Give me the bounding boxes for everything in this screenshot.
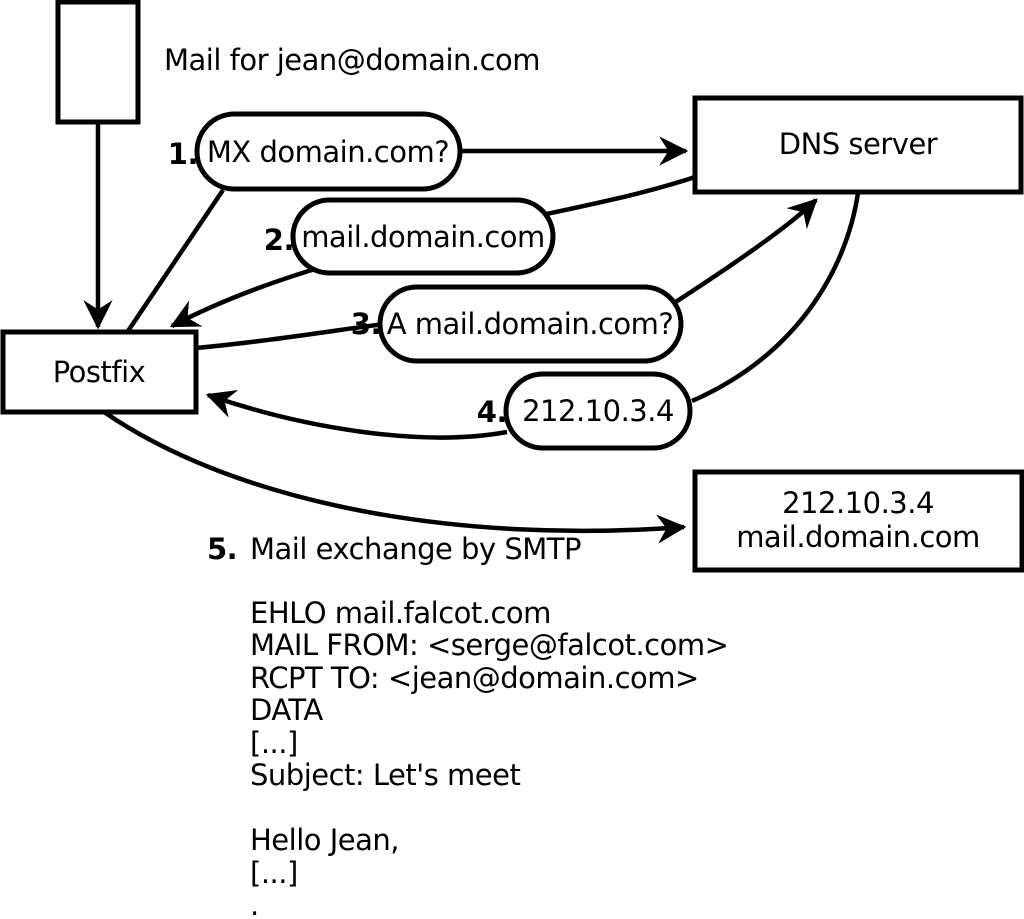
diagram-title: Mail for jean@domain.com bbox=[164, 43, 540, 77]
step-1-query-mx-pill: 1. MX domain.com? bbox=[168, 111, 463, 192]
postfix-node: Postfix bbox=[0, 329, 199, 415]
arrow-response4-to-postfix bbox=[205, 390, 508, 440]
step-2-number: 2. bbox=[264, 223, 294, 257]
smtp-line: RCPT TO: <jean@domain.com> bbox=[250, 661, 699, 695]
smtp-line: EHLO mail.falcot.com bbox=[250, 596, 551, 630]
smtp-line: . bbox=[250, 888, 259, 919]
line-postfix-to-query3 bbox=[195, 321, 385, 351]
step-5-label: Mail exchange by SMTP bbox=[250, 532, 581, 566]
step-3-query-a-pill: 3. A mail.domain.com? bbox=[351, 284, 684, 364]
arrow-smtp-postfix-to-mailserver bbox=[102, 410, 687, 544]
step-2-response-mx-pill: 2. mail.domain.com bbox=[264, 197, 556, 276]
smtp-line: DATA bbox=[250, 693, 323, 727]
smtp-session-transcript: EHLO mail.falcot.com MAIL FROM: <serge@f… bbox=[250, 596, 729, 919]
step-5-number: 5. bbox=[207, 532, 237, 566]
step-3-number: 3. bbox=[351, 307, 381, 341]
step-4-response-a-pill: 4. 212.10.3.4 bbox=[477, 371, 693, 451]
mail-server-ip: 212.10.3.4 bbox=[782, 486, 934, 520]
smtp-line: [...] bbox=[250, 856, 298, 890]
mail-server-hostname: mail.domain.com bbox=[736, 520, 980, 554]
step-5-caption: 5. Mail exchange by SMTP bbox=[207, 532, 581, 566]
dns-server-label: DNS server bbox=[779, 127, 938, 161]
step-4-label: 212.10.3.4 bbox=[522, 394, 674, 428]
line-postfix-to-query1 bbox=[126, 188, 225, 333]
step-4-number: 4. bbox=[477, 395, 507, 429]
arrow-query3-to-dns bbox=[666, 198, 818, 309]
dns-server-node: DNS server bbox=[692, 95, 1024, 195]
curve-dns-to-response4 bbox=[691, 192, 861, 404]
step-3-label: A mail.domain.com? bbox=[387, 307, 674, 341]
smtp-line: MAIL FROM: <serge@falcot.com> bbox=[250, 628, 728, 662]
mail-server-node: 212.10.3.4 mail.domain.com bbox=[692, 469, 1024, 573]
step-1-label: MX domain.com? bbox=[207, 135, 449, 169]
smtp-line: Subject: Let's meet bbox=[250, 758, 520, 792]
smtp-line: [...] bbox=[250, 726, 298, 760]
envelope-node bbox=[55, 0, 141, 125]
postfix-label: Postfix bbox=[53, 355, 146, 389]
smtp-line: Hello Jean, bbox=[250, 823, 399, 857]
step-2-label: mail.domain.com bbox=[301, 220, 545, 254]
step-1-number: 1. bbox=[168, 137, 198, 171]
